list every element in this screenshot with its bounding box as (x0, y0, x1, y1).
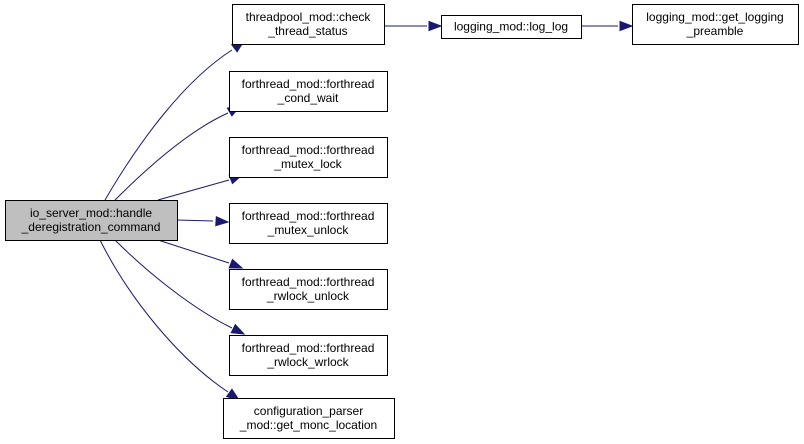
arrowhead-icon (230, 323, 246, 335)
node-box (229, 269, 388, 310)
node-box (229, 71, 388, 112)
node-label-line: forthread_mod::forthread (242, 341, 375, 355)
node-rwlock-unlock[interactable]: forthread_mod::forthread_rwlock_unlock (229, 269, 388, 310)
node-label-line: _rwlock_wrlock (266, 355, 349, 369)
edge-line (104, 49, 233, 201)
node-cond-wait[interactable]: forthread_mod::forthread_cond_wait (229, 71, 388, 112)
node-label-line: _mutex_unlock (267, 223, 350, 237)
node-mutex-lock[interactable]: forthread_mod::forthread_mutex_lock (229, 137, 388, 178)
edge-line (157, 179, 230, 201)
arrowhead-icon (428, 20, 443, 32)
node-label-line: _deregistration_command (21, 220, 161, 234)
node-box (229, 335, 388, 376)
edge-log_log-to-get_logging_preamble (581, 20, 634, 32)
node-get-logging-preamble[interactable]: logging_mod::get_logging_preamble (632, 4, 799, 45)
node-mutex-unlock[interactable]: forthread_mod::forthread_mutex_unlock (229, 203, 388, 244)
edge-check_thread_status-to-log_log (384, 20, 443, 32)
node-label-line: _preamble (686, 24, 744, 38)
arrowhead-icon (619, 20, 634, 32)
node-box (223, 398, 395, 439)
nodes-layer: io_server_mod::handle_deregistration_com… (5, 4, 799, 439)
edge-line (114, 239, 233, 329)
edge-line (157, 239, 230, 264)
node-box (232, 4, 385, 45)
arrowhead-icon (215, 215, 230, 227)
node-box (5, 200, 178, 241)
edge-root-to-get_monc_location (99, 239, 241, 401)
node-label-line: _mutex_lock (273, 157, 342, 171)
edges-layer (99, 20, 634, 401)
node-box (229, 137, 388, 178)
node-rwlock-wrlock[interactable]: forthread_mod::forthread_rwlock_wrlock (229, 335, 388, 376)
edge-root-to-mutex_lock (157, 174, 244, 201)
node-log-log[interactable]: logging_mod::log_log (441, 15, 582, 39)
node-box (632, 4, 799, 45)
edge-line (176, 219, 214, 222)
arrowhead-icon (228, 258, 244, 269)
node-label-line: logging_mod::log_log (454, 20, 568, 34)
node-label-line: forthread_mod::forthread (242, 77, 375, 91)
edge-root-to-rwlock_wrlock (114, 239, 246, 335)
node-box (229, 203, 388, 244)
node-label-line: _mod::get_monc_location (239, 418, 377, 432)
node-label-line: configuration_parser (254, 404, 363, 418)
edge-line (114, 112, 229, 201)
node-root[interactable]: io_server_mod::handle_deregistration_com… (5, 200, 178, 241)
node-label-line: _thread_status (267, 24, 347, 38)
node-get-monc-location[interactable]: configuration_parser_mod::get_monc_locat… (223, 398, 395, 439)
edge-root-to-mutex_unlock (176, 215, 230, 227)
node-label-line: logging_mod::get_logging (646, 10, 783, 24)
node-label-line: threadpool_mod::check (246, 10, 372, 24)
node-label-line: forthread_mod::forthread (242, 275, 375, 289)
node-label-line: forthread_mod::forthread (242, 143, 375, 157)
node-check-thread-status[interactable]: threadpool_mod::check_thread_status (232, 4, 385, 45)
edge-root-to-cond_wait (114, 105, 242, 201)
node-label-line: _rwlock_unlock (266, 289, 350, 303)
node-label-line: io_server_mod::handle (30, 206, 152, 220)
node-label-line: forthread_mod::forthread (242, 209, 375, 223)
node-label-line: _cond_wait (277, 91, 339, 105)
edge-root-to-check_thread_status (104, 40, 246, 201)
edge-line (99, 239, 229, 393)
edge-root-to-rwlock_unlock (157, 239, 244, 269)
node-box (441, 15, 582, 39)
